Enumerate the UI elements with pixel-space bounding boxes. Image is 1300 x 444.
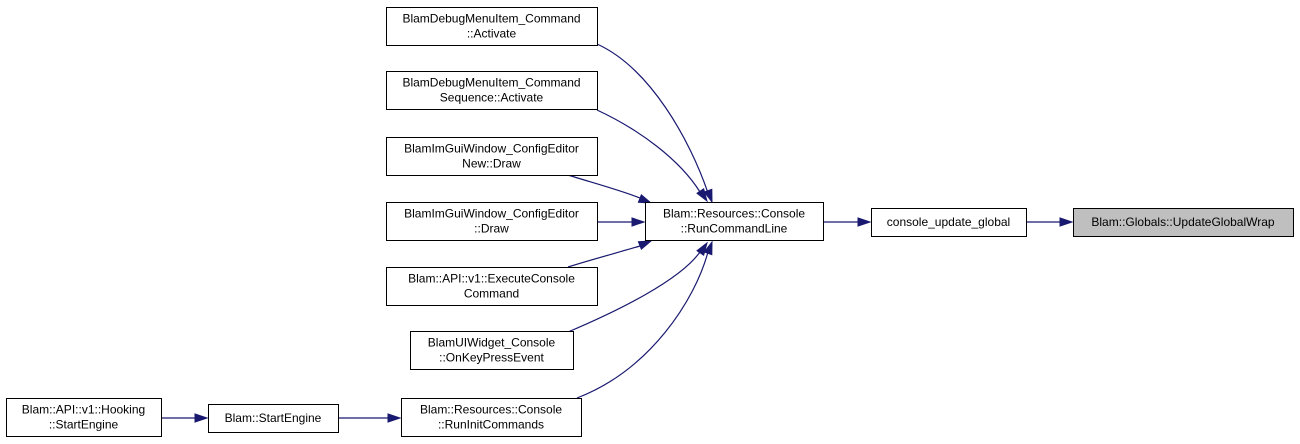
node-box xyxy=(6,398,162,437)
arrowhead xyxy=(631,217,646,227)
node-box xyxy=(401,398,582,437)
node-debug-menu-item-command-sequence-activate[interactable]: BlamDebugMenuItem_CommandSequence::Activ… xyxy=(386,71,598,110)
node-label-line: Blam::StartEngine xyxy=(225,411,322,425)
node-label-line: BlamUIWidget_Console xyxy=(428,336,556,350)
node-box xyxy=(386,137,598,176)
arrowhead xyxy=(696,187,708,203)
edge-imgui_config_editor_new_draw-to-run_command_line xyxy=(567,174,653,204)
node-label-line: BlamDebugMenuItem_Command xyxy=(402,12,580,26)
arrowhead xyxy=(637,193,653,204)
node-run-command-line[interactable]: Blam::Resources::Console::RunCommandLine xyxy=(645,202,824,241)
edges-layer xyxy=(161,43,1074,423)
node-run-init-commands[interactable]: Blam::Resources::Console::RunInitCommand… xyxy=(401,398,582,437)
node-box xyxy=(208,404,339,433)
node-box xyxy=(871,208,1027,237)
node-box xyxy=(386,202,598,241)
node-label-line: Blam::Globals::UpdateGlobalWrap xyxy=(1091,215,1275,229)
node-console-update-global[interactable]: console_update_global xyxy=(871,208,1027,237)
node-label-line: ::StartEngine xyxy=(49,418,119,432)
edge-run_init_commands-to-run_command_line xyxy=(576,240,713,399)
node-debug-menu-item-command-activate[interactable]: BlamDebugMenuItem_Command::Activate xyxy=(386,7,598,46)
node-label-line: ::OnKeyPressEvent xyxy=(439,351,544,365)
node-label-line: Blam::API::v1::ExecuteConsole xyxy=(408,272,575,286)
node-start-engine[interactable]: Blam::StartEngine xyxy=(208,404,339,433)
node-label-line: ::RunInitCommands xyxy=(438,418,544,432)
node-label-line: ::RunCommandLine xyxy=(681,222,788,236)
node-ui-widget-console-onkeypress[interactable]: BlamUIWidget_Console::OnKeyPressEvent xyxy=(410,331,574,370)
edge-imgui_config_editor_draw-to-run_command_line xyxy=(597,217,646,227)
node-label-line: Blam::Resources::Console xyxy=(663,207,805,221)
arrowhead xyxy=(637,240,653,251)
edge-console_update_global-to-update_global_wrap xyxy=(1026,217,1074,227)
edge-start_engine-to-run_init_commands xyxy=(338,413,402,423)
edge-debug_menu_item_command_sequence_activate-to-run_command_line xyxy=(596,109,708,203)
node-imgui-config-editor-draw[interactable]: BlamImGuiWindow_ConfigEditor::Draw xyxy=(386,202,598,241)
node-label-line: ::Draw xyxy=(474,222,509,236)
node-box xyxy=(386,267,598,306)
arrowhead xyxy=(703,240,713,256)
node-box xyxy=(386,71,598,110)
node-box xyxy=(645,202,824,241)
node-label-line: BlamImGuiWindow_ConfigEditor xyxy=(404,207,579,221)
node-label-line: Command xyxy=(464,287,519,301)
arrowhead xyxy=(1059,217,1074,227)
arrowhead xyxy=(857,217,872,227)
arrowhead xyxy=(387,413,402,423)
node-label-line: console_update_global xyxy=(887,215,1010,229)
edge-run_command_line-to-console_update_global xyxy=(823,217,872,227)
edge-debug_menu_item_command_activate-to-run_command_line xyxy=(596,43,713,204)
node-label-line: Sequence::Activate xyxy=(440,91,544,105)
node-label-line: BlamImGuiWindow_ConfigEditor xyxy=(404,142,579,156)
node-label-line: Blam::Resources::Console xyxy=(420,403,562,417)
node-box xyxy=(410,331,574,370)
edge-api_hooking_start_engine-to-start_engine xyxy=(161,413,209,423)
nodes-layer: Blam::Globals::UpdateGlobalWrap console_u… xyxy=(6,7,1294,437)
node-api-hooking-start-engine[interactable]: Blam::API::v1::Hooking::StartEngine xyxy=(6,398,162,437)
node-label-line: Blam::API::v1::Hooking xyxy=(22,403,145,417)
node-box xyxy=(386,7,598,46)
arrowhead xyxy=(703,188,713,204)
node-label-line: New::Draw xyxy=(462,157,521,171)
node-label-line: BlamDebugMenuItem_Command xyxy=(402,76,580,90)
arrowhead xyxy=(194,413,209,423)
node-box xyxy=(1073,208,1294,237)
edge-api_execute_console_command-to-run_command_line xyxy=(567,240,653,268)
node-label-line: ::Activate xyxy=(467,27,517,41)
node-update-global-wrap: Blam::Globals::UpdateGlobalWrap xyxy=(1073,208,1294,237)
